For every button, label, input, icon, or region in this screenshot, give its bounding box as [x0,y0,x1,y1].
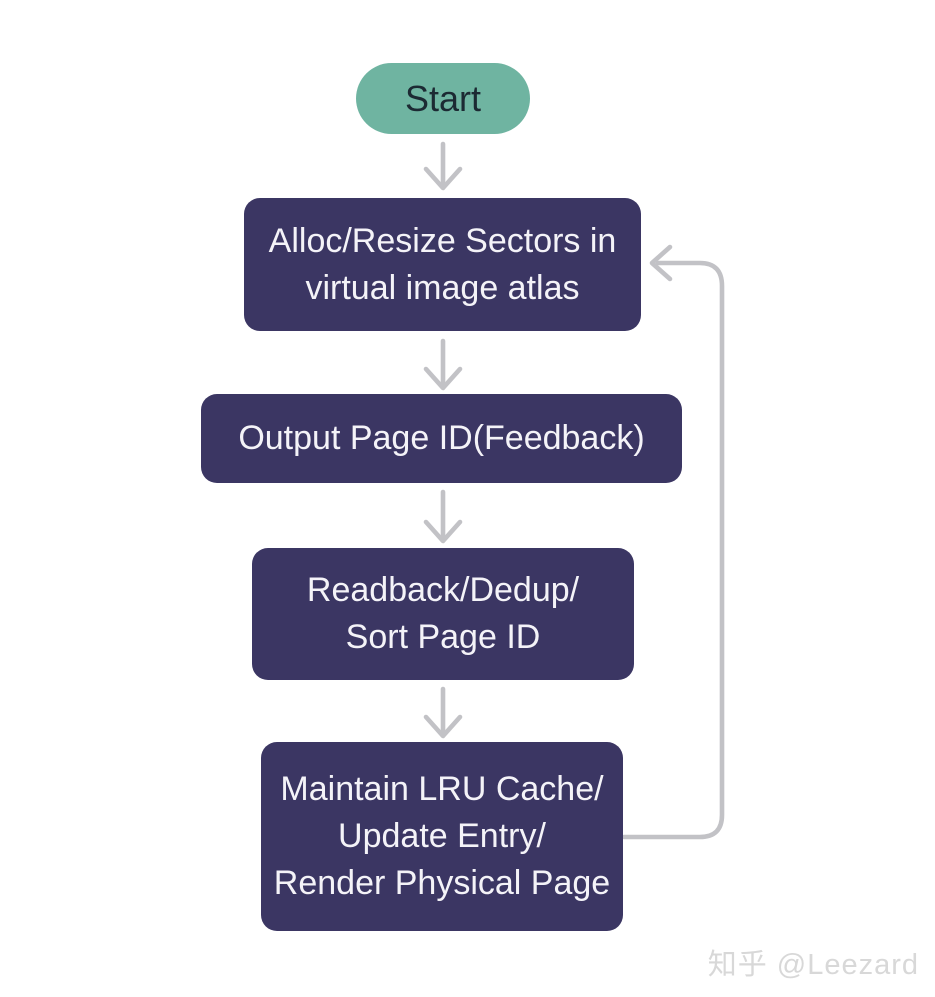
node-start: Start [356,63,530,134]
node-alloc-resize-sectors: Alloc/Resize Sectors in virtual image at… [244,198,641,331]
node-maintain-lru-cache: Maintain LRU Cache/ Update Entry/ Render… [261,742,623,931]
node-output-page-id: Output Page ID(Feedback) [201,394,682,483]
arrow-alloc-to-output [423,338,463,391]
arrow-output-to-readback [423,489,463,544]
arrow-readback-to-maintain [423,686,463,739]
arrow-feedback-maintain-to-alloc [621,244,725,840]
node-readback-dedup-sort: Readback/Dedup/ Sort Page ID [252,548,634,680]
arrow-start-to-alloc [423,141,463,191]
watermark-zhihu-leezard: 知乎 @Leezard [707,949,919,981]
